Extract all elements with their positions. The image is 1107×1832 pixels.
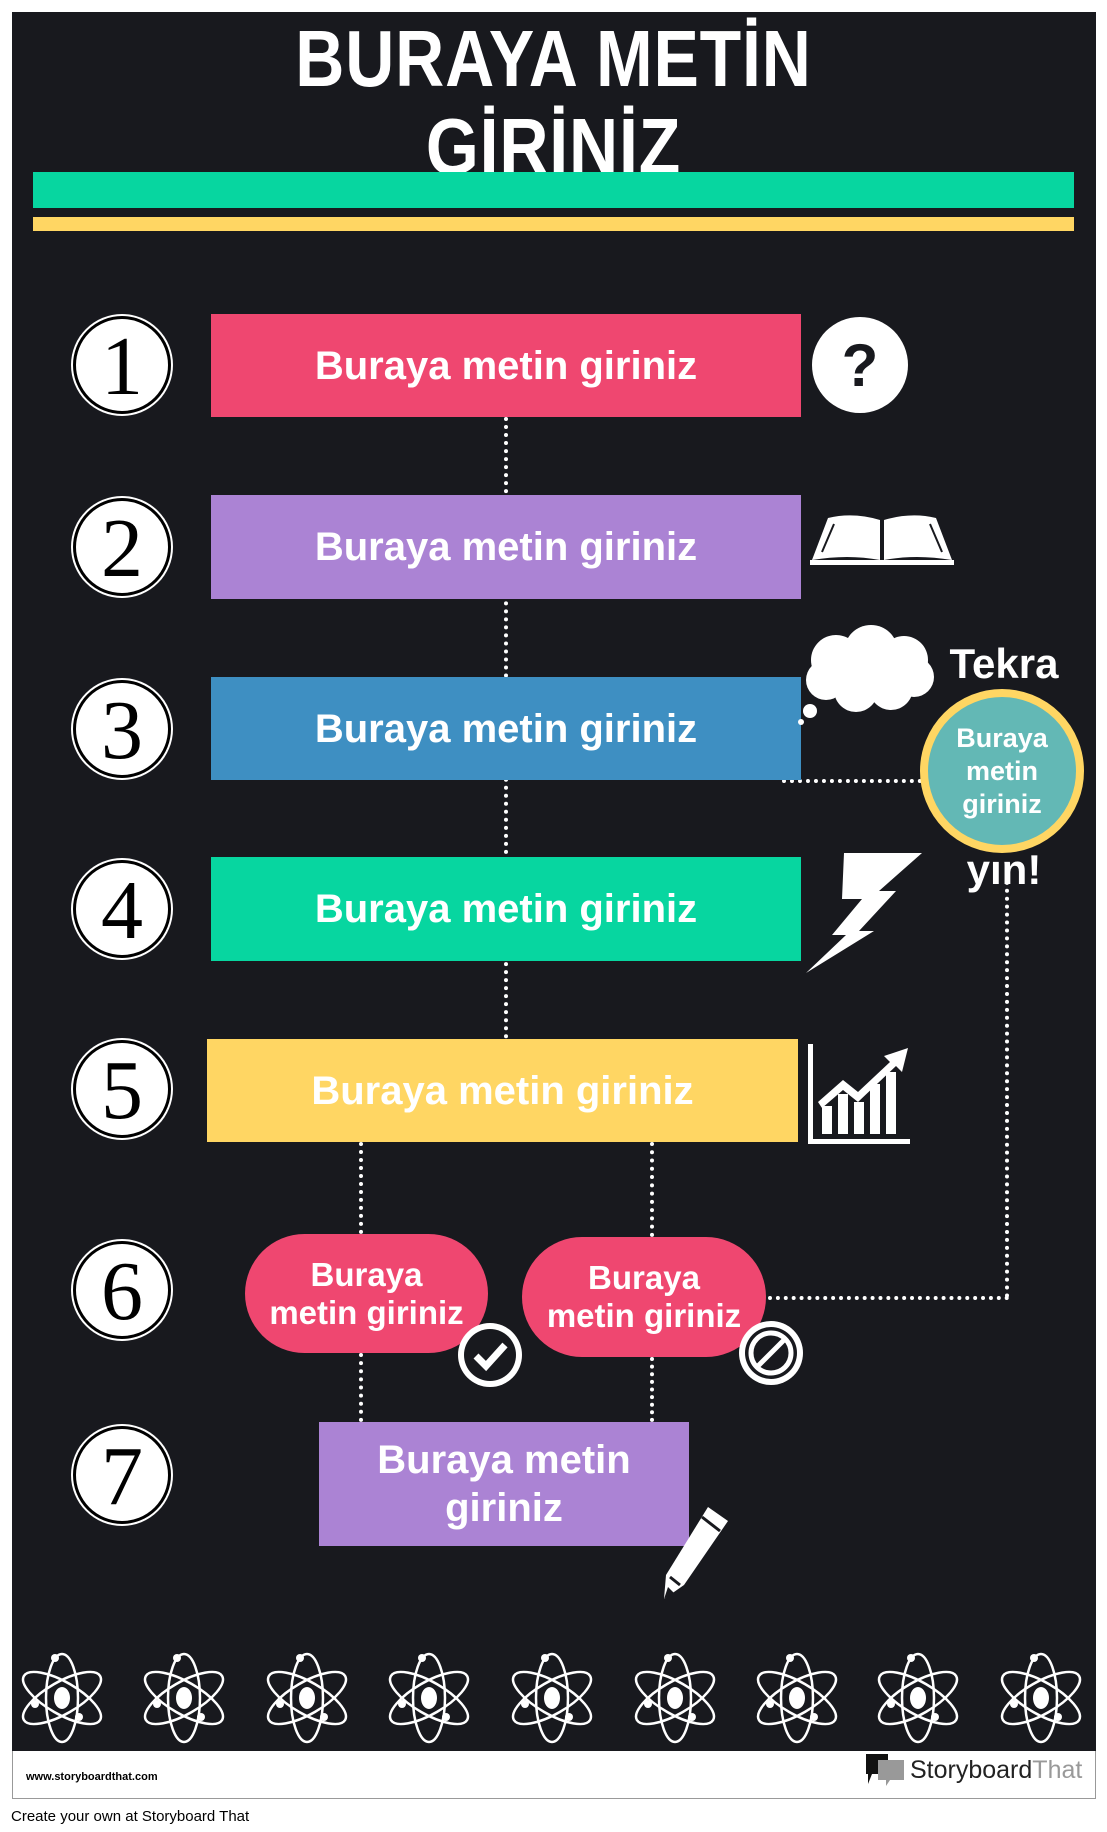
- step-number-1: 1: [73, 316, 171, 414]
- step-number-7: 7: [73, 1426, 171, 1524]
- atom-icon: [266, 1652, 348, 1744]
- connector-3-repeat: [782, 779, 922, 783]
- atom-icon: [634, 1652, 716, 1744]
- book-icon: [810, 515, 954, 565]
- title-line-2: GİRİNİZ: [425, 104, 682, 172]
- atom-icon: [388, 1652, 470, 1744]
- svg-text:?: ?: [842, 332, 879, 399]
- connector-repeat-down: [1005, 865, 1009, 1298]
- connector-6a-7: [359, 1353, 363, 1422]
- ban-icon: [739, 1321, 803, 1385]
- connector-5-6a: [359, 1142, 363, 1234]
- connector-6b-7: [650, 1357, 654, 1422]
- step-number-2: 2: [73, 498, 171, 596]
- credit-text[interactable]: Create your own at Storyboard That: [11, 1808, 250, 1825]
- atom-icon: [877, 1652, 959, 1744]
- step-5-box[interactable]: Buraya metin giriniz: [207, 1039, 798, 1142]
- connector-5-6b: [650, 1142, 654, 1237]
- step-3-box[interactable]: Buraya metin giriniz: [211, 677, 801, 780]
- connector-6b-repeat: [768, 1296, 1009, 1300]
- logo-text-storyboard: Storyboard: [910, 1755, 1033, 1784]
- atom-icon: [143, 1652, 225, 1744]
- growth-chart-icon: [808, 1044, 910, 1144]
- step-7-box[interactable]: Buraya metin giriniz: [319, 1422, 689, 1546]
- step-6-option-yes[interactable]: Buraya metin giriniz: [245, 1234, 488, 1353]
- thought-cloud-icon: [798, 625, 934, 725]
- step-4-box[interactable]: Buraya metin giriniz: [211, 857, 801, 961]
- step-number-6: 6: [73, 1241, 171, 1339]
- footer-url[interactable]: www.storyboardthat.com: [26, 1771, 158, 1783]
- title-line-1: BURAYA METİN: [295, 14, 812, 103]
- atom-icon: [756, 1652, 838, 1744]
- step-2-box[interactable]: Buraya metin giriniz: [211, 495, 801, 599]
- lightning-icon: [806, 853, 922, 973]
- repeat-label-top: Tekra: [949, 640, 1059, 687]
- step-1-box[interactable]: Buraya metin giriniz: [211, 314, 801, 417]
- pencil-icon: [664, 1507, 728, 1599]
- atom-icon: [1000, 1652, 1082, 1744]
- logo-text-that: That: [1032, 1755, 1083, 1784]
- step-number-3: 3: [73, 680, 171, 778]
- step-number-5: 5: [73, 1040, 171, 1138]
- atom-icon: [511, 1652, 593, 1744]
- check-icon: [458, 1323, 522, 1387]
- question-icon: ?: [812, 317, 908, 413]
- speech-bubbles-icon: [866, 1754, 904, 1786]
- atom-icon: [21, 1652, 103, 1744]
- step-6-option-no[interactable]: Buraya metin giriniz: [522, 1237, 766, 1357]
- green-bar: [33, 172, 1074, 208]
- step-number-4: 4: [73, 860, 171, 958]
- repeat-label-bottom: yın!: [966, 846, 1042, 893]
- yellow-bar: [33, 217, 1074, 231]
- repeat-circle[interactable]: Buraya metin giriniz: [920, 689, 1084, 853]
